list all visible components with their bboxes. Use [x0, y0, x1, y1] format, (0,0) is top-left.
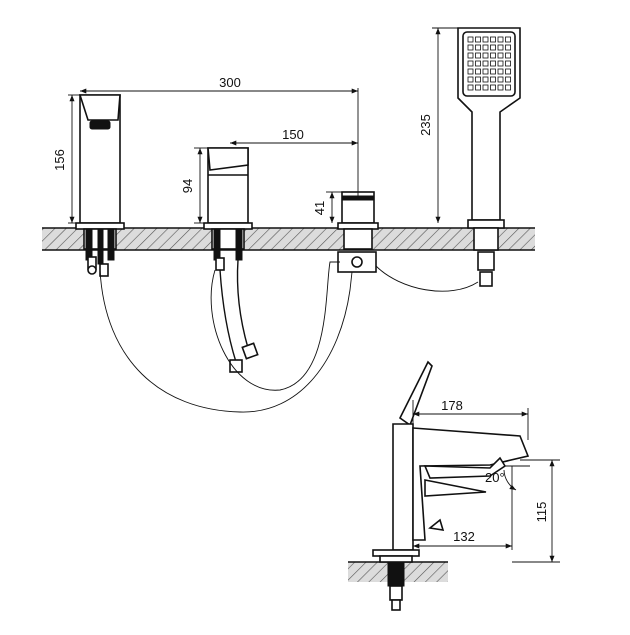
- nozzle: [482, 68, 489, 75]
- diverter-unit: [337, 191, 379, 273]
- nozzle: [497, 36, 504, 43]
- nozzle: [475, 76, 481, 83]
- dim-side-angle-text: 20°: [485, 470, 505, 485]
- dim-diverter-height-text: 41: [312, 201, 327, 215]
- dim-spout-distance-text: 150: [282, 127, 304, 142]
- spout-unit: [75, 94, 125, 277]
- nozzle: [475, 60, 481, 67]
- nozzle: [482, 84, 489, 91]
- dim-handshower-height-text: 235: [418, 114, 433, 136]
- nozzle: [505, 52, 511, 59]
- nozzle: [482, 52, 489, 59]
- dimension-235: 235: [418, 27, 458, 223]
- nozzle: [497, 44, 504, 51]
- dimension-150: 150: [230, 127, 358, 146]
- nozzle: [467, 44, 474, 51]
- nozzle: [490, 60, 496, 67]
- nozzle: [490, 76, 496, 83]
- nozzle: [467, 76, 474, 83]
- dim-valve-height-text: 94: [180, 179, 195, 193]
- nozzle: [482, 60, 489, 67]
- dimension-178: 178: [412, 398, 529, 440]
- dimension-156: 156: [52, 94, 80, 224]
- nozzle: [505, 44, 511, 51]
- nozzle: [475, 44, 481, 51]
- nozzle: [475, 84, 481, 91]
- dimension-115: 115: [512, 459, 560, 563]
- hose-lines: [99, 261, 479, 413]
- dimension-300: 300: [80, 75, 359, 196]
- nozzle: [490, 84, 496, 91]
- side-view: [348, 360, 530, 611]
- nozzle: [490, 36, 496, 43]
- nozzle: [475, 36, 481, 43]
- nozzle: [482, 76, 489, 83]
- nozzle: [497, 52, 504, 59]
- dimension-41: 41: [312, 191, 342, 223]
- dim-side-height-text: 115: [534, 502, 549, 523]
- nozzle: [467, 60, 474, 67]
- dim-overall-span-text: 300: [219, 75, 241, 90]
- dim-spout-height-text: 156: [52, 149, 67, 171]
- nozzle: [467, 36, 474, 43]
- nozzle: [505, 84, 511, 91]
- nozzle: [497, 76, 504, 83]
- dimension-94: 94: [180, 147, 208, 224]
- nozzle: [497, 84, 504, 91]
- nozzle: [505, 36, 511, 43]
- dim-side-reach-base-text: 132: [453, 529, 475, 544]
- nozzle: [482, 44, 489, 51]
- nozzle: [475, 52, 481, 59]
- nozzle: [490, 52, 496, 59]
- nozzle: [505, 60, 511, 67]
- nozzle: [467, 52, 474, 59]
- dimension-132: 132: [413, 466, 513, 550]
- nozzle: [505, 76, 511, 83]
- dimension-angle: 20°: [485, 465, 530, 491]
- nozzle: [482, 36, 489, 43]
- nozzle: [475, 68, 481, 75]
- handshower-unit: [457, 27, 521, 287]
- nozzle: [467, 84, 474, 91]
- nozzle: [467, 68, 474, 75]
- nozzle: [497, 60, 504, 67]
- dim-side-reach-top-text: 178: [441, 398, 463, 413]
- nozzle: [490, 44, 496, 51]
- valve-unit: [203, 147, 259, 373]
- nozzle: [490, 68, 496, 75]
- nozzle: [497, 68, 504, 75]
- nozzle: [505, 68, 511, 75]
